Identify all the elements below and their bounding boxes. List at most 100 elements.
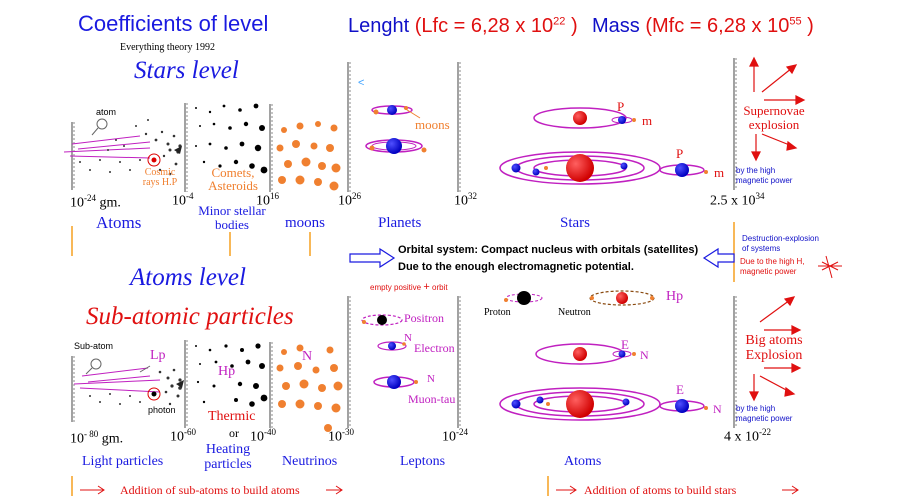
star-m-label-1: m — [642, 113, 653, 128]
category-neutrinos: Neutrinos — [282, 454, 338, 469]
lp-label: Lp — [150, 348, 166, 363]
scale-bottom-4-exp: -24 — [456, 427, 468, 437]
atom-n-label-2: N — [713, 402, 722, 416]
atoms-panel-rails — [71, 296, 737, 428]
scale-bottom-3-exp: -30 — [342, 427, 354, 437]
thermic-label: Thermic — [208, 409, 256, 424]
mass-close: ) — [807, 15, 814, 37]
orange-dividers — [71, 222, 735, 282]
orbital-system-line1: Orbital system: Compact nucleus with orb… — [398, 244, 699, 256]
scale-bottom-3-base: 10 — [328, 429, 342, 445]
n-electron-label: N — [404, 332, 412, 344]
less-than-symbol: < — [358, 77, 365, 89]
positron-label: Positron — [404, 311, 445, 325]
category-heating-particles: Heating particles — [204, 442, 252, 473]
or-label: or — [229, 426, 239, 440]
length-close: ) — [570, 15, 578, 37]
mass-formula: (Mfc = 6,28 x 10 — [645, 15, 790, 37]
length-label: Lenght — [348, 15, 410, 37]
scale-top-0: 10-24 gm. — [70, 194, 121, 211]
atom-systems — [499, 343, 708, 421]
hollow-arrow-right — [349, 247, 396, 269]
category-light-particles: Light particles — [82, 454, 164, 469]
star-p-label-2: P — [676, 146, 684, 161]
muon-tau-label: Muon-tau — [408, 392, 456, 406]
scale-bottom-0-exp: - 80 — [84, 429, 99, 439]
scale-top-0-base: 10 — [70, 195, 84, 211]
subatom-label: Sub-atom — [74, 341, 114, 351]
hp-label: Hp — [218, 364, 236, 379]
length-exponent: 22 — [553, 15, 566, 28]
scale-top-3: 1026 — [338, 192, 361, 209]
cosmic-rays-label: Cosmic rays H.P — [142, 167, 178, 188]
category-leptons: Leptons — [400, 454, 446, 469]
lepton-orbits — [361, 314, 418, 389]
big-atoms-arrows — [749, 296, 802, 402]
length-coefficient: Lenght (Lfc = 6,28 x 1022 ) — [348, 16, 578, 36]
scale-top-2-exp: 16 — [270, 191, 279, 201]
category-atoms-bottom: Atoms — [564, 454, 602, 469]
footer-arrows — [80, 485, 799, 495]
hollow-arrow-left — [702, 247, 735, 269]
heating-dots — [195, 343, 268, 407]
mass-label: Mass — [592, 15, 640, 37]
scale-bottom-0: 10- 80 gm. — [70, 430, 123, 447]
category-planets: Planets — [378, 215, 422, 231]
atom-n-label-1: N — [640, 348, 649, 362]
atom-label: atom — [96, 107, 117, 117]
scale-top-5-exp: 34 — [755, 191, 765, 201]
scale-bottom-4-base: 10 — [442, 429, 456, 445]
atom-e-label-1: E — [621, 337, 629, 352]
scale-bottom-2-exp: -40 — [264, 427, 276, 437]
destruction-line2: Due to the high H, magnetic power — [740, 257, 805, 276]
scale-top-1-base: 10 — [172, 193, 186, 209]
moons-dots — [276, 121, 341, 191]
scale-top-5: 2.5 x 1034 — [710, 192, 765, 209]
scale-top-2-base: 10 — [256, 193, 270, 209]
big-atoms-sub: by the high magnetic power — [736, 404, 793, 423]
footer-right-text: Addition of atoms to build stars — [584, 483, 737, 497]
subatom-particle-cluster — [73, 358, 184, 406]
star-systems — [499, 107, 708, 185]
supernova-sub: by the high magnetic power — [736, 166, 793, 185]
empty-positive-orbit: empty positive + orbit — [370, 282, 448, 293]
scale-top-2: 1016 — [256, 192, 279, 209]
proton-neutron — [504, 290, 655, 306]
photon-label: photon — [148, 405, 176, 415]
scale-bottom-0-base: 10 — [70, 431, 84, 447]
proton-label: Proton — [484, 307, 511, 318]
scale-top-1: 10-4 — [172, 192, 194, 209]
supernova-arrows — [749, 56, 806, 162]
planet-orbits — [365, 105, 427, 154]
scale-bottom-0-suffix: gm. — [98, 431, 124, 447]
scale-top-3-base: 10 — [338, 193, 352, 209]
category-moons: moons — [285, 215, 326, 231]
scale-top-5-base: 2.5 x 10 — [710, 193, 756, 209]
subatomic-heading: Sub-atomic particles — [86, 303, 294, 330]
page-title: Coefficients of level — [78, 11, 269, 36]
category-minor-bodies: Minor stellar bodies — [198, 203, 266, 233]
neutrino-dots — [276, 344, 343, 432]
n-muon-label: N — [427, 373, 435, 385]
orbital-system-line2: Due to the enough electromagnetic potent… — [398, 261, 634, 273]
electron-label: Electron — [414, 341, 455, 355]
atom-particle-cluster — [63, 118, 182, 176]
category-atoms: Atoms — [96, 213, 142, 232]
hp-top-label: Hp — [666, 289, 684, 304]
length-formula: (Lfc = 6,28 x 10 — [414, 15, 554, 37]
footer-dividers — [71, 476, 549, 496]
plus-sign: + — [423, 281, 430, 293]
scale-bottom-1: 10-60 — [170, 428, 196, 445]
scale-top-4: 1032 — [454, 192, 477, 209]
big-atoms-explosion-label: Big atoms Explosion — [745, 333, 803, 363]
category-stars: Stars — [560, 215, 590, 231]
empty-positive-label: empty positive — [370, 283, 422, 292]
atoms-level-heading: Atoms level — [130, 264, 246, 291]
page-subtitle: Everything theory 1992 — [120, 42, 215, 53]
planet-moons-label: moons — [415, 117, 450, 132]
neutron-label: Neutron — [558, 307, 591, 318]
scale-top-3-exp: 26 — [352, 191, 361, 201]
supernova-label: Supernovae explosion — [743, 103, 805, 132]
